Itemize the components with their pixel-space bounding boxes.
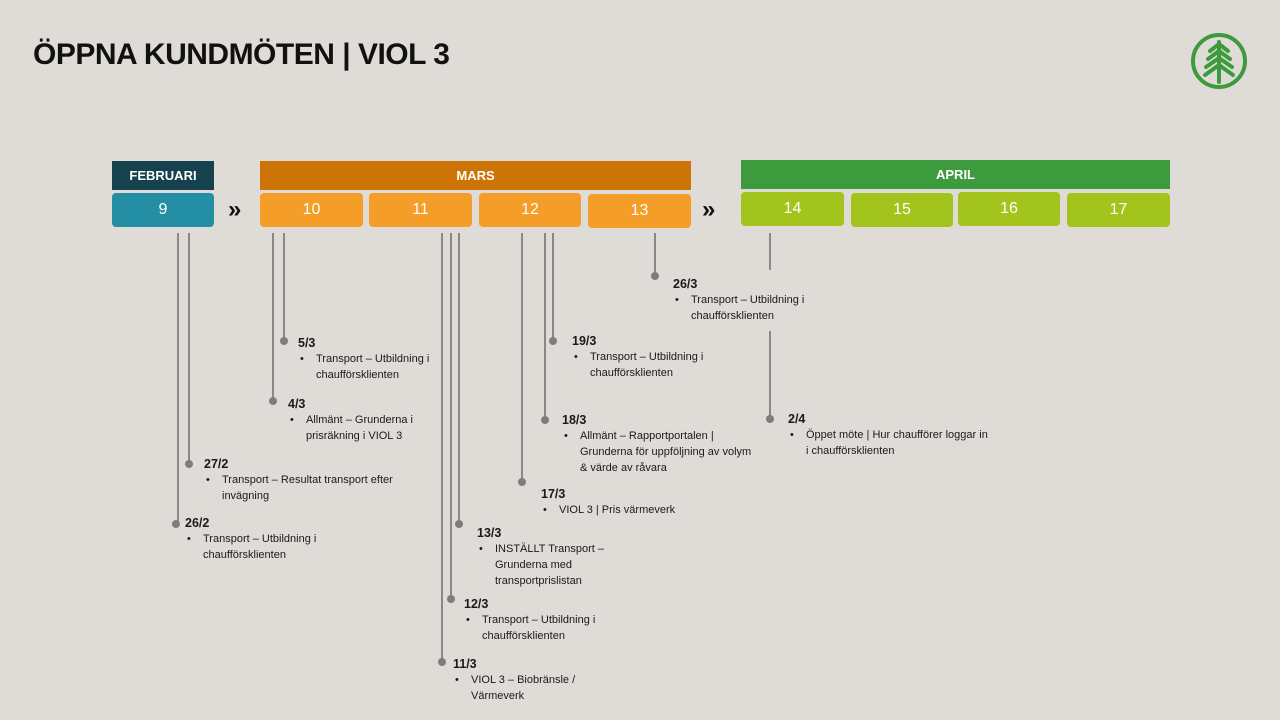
week-15: 15: [851, 193, 953, 227]
page-title: ÖPPNA KUNDMÖTEN | VIOL 3: [33, 38, 450, 71]
event-date: 26/2: [185, 516, 210, 530]
connector-line: [441, 233, 443, 662]
connector-line: [450, 233, 452, 599]
event-4-3: 4/3 Allmänt – Grunderna i prisräkning i …: [288, 396, 438, 444]
event-text: Allmänt – Grunderna i prisräkning i VIOL…: [288, 412, 438, 444]
event-text: Transport – Utbildning i chaufförsklient…: [673, 292, 843, 324]
event-date: 2/4: [788, 412, 806, 426]
connector-line: [272, 233, 274, 401]
event-text: Transport – Utbildning i chaufförsklient…: [185, 531, 355, 563]
week-10: 10: [260, 193, 363, 227]
event-26-2: 26/2 Transport – Utbildning i chaufförsk…: [185, 515, 355, 563]
event-dot: [172, 520, 180, 528]
event-date: 19/3: [572, 334, 597, 348]
event-text: Öppet möte | Hur chaufförer loggar in i …: [788, 427, 988, 459]
event-date: 27/2: [204, 457, 229, 471]
connector-line: [769, 233, 771, 270]
event-date: 26/3: [673, 277, 698, 291]
event-dot: [185, 460, 193, 468]
event-dot: [518, 478, 526, 486]
month-header-february: FEBRUARI: [112, 161, 214, 190]
event-date: 4/3: [288, 397, 306, 411]
event-17-3: 17/3 VIOL 3 | Pris värmeverk: [541, 486, 731, 518]
event-text: Transport – Utbildning i chaufförsklient…: [572, 349, 742, 381]
event-dot: [455, 520, 463, 528]
event-26-3: 26/3 Transport – Utbildning i chaufförsk…: [673, 276, 843, 324]
connector-line: [521, 233, 523, 482]
connector-line: [283, 233, 285, 341]
event-date: 5/3: [298, 336, 316, 350]
event-date: 12/3: [464, 597, 489, 611]
chevron-right-icon: »: [228, 196, 242, 223]
month-header-april: APRIL: [741, 160, 1170, 189]
week-9: 9: [112, 193, 214, 227]
connector-line: [188, 233, 190, 464]
event-12-3: 12/3 Transport – Utbildning i chaufförsk…: [464, 596, 634, 644]
event-date: 13/3: [477, 526, 502, 540]
event-dot: [438, 658, 446, 666]
event-text: VIOL 3 | Pris värmeverk: [541, 502, 731, 518]
event-dot: [280, 337, 288, 345]
event-dot: [549, 337, 557, 345]
chevron-right-icon: »: [702, 196, 716, 223]
event-dot: [541, 416, 549, 424]
week-16: 16: [958, 192, 1060, 226]
event-dot: [269, 397, 277, 405]
event-27-2: 27/2 Transport – Resultat transport efte…: [204, 456, 394, 504]
week-13: 13: [588, 194, 691, 228]
connector-line: [654, 233, 656, 276]
event-11-3: 11/3 VIOL 3 – Biobränsle / Värmeverk: [453, 656, 603, 704]
connector-line: [552, 233, 554, 341]
event-5-3: 5/3 Transport – Utbildning i chaufförskl…: [298, 335, 448, 383]
week-12: 12: [479, 193, 581, 227]
event-text: Allmänt – Rapportportalen | Grunderna fö…: [562, 428, 752, 476]
week-17: 17: [1067, 193, 1170, 227]
tree-logo-icon: [1190, 32, 1248, 95]
event-date: 17/3: [541, 487, 566, 501]
event-13-3: 13/3 INSTÄLLT Transport – Grunderna med …: [477, 525, 627, 589]
event-text: Transport – Utbildning i chaufförsklient…: [298, 351, 448, 383]
event-text: Transport – Utbildning i chaufförsklient…: [464, 612, 634, 644]
event-date: 11/3: [453, 657, 477, 671]
event-dot: [766, 415, 774, 423]
connector-line: [458, 233, 460, 524]
event-text: INSTÄLLT Transport – Grunderna med trans…: [477, 541, 627, 589]
week-14: 14: [741, 192, 844, 226]
connector-line: [544, 233, 546, 420]
event-2-4: 2/4 Öppet möte | Hur chaufförer loggar i…: [788, 411, 988, 459]
month-header-march: MARS: [260, 161, 691, 190]
event-dot: [447, 595, 455, 603]
week-11: 11: [369, 193, 472, 227]
connector-line: [177, 233, 179, 524]
event-19-3: 19/3 Transport – Utbildning i chaufförsk…: [572, 333, 742, 381]
connector-line: [769, 331, 771, 419]
event-dot: [651, 272, 659, 280]
event-18-3: 18/3 Allmänt – Rapportportalen | Grunder…: [562, 412, 752, 476]
event-date: 18/3: [562, 413, 587, 427]
event-text: VIOL 3 – Biobränsle / Värmeverk: [453, 672, 603, 704]
event-text: Transport – Resultat transport efter inv…: [204, 472, 394, 504]
